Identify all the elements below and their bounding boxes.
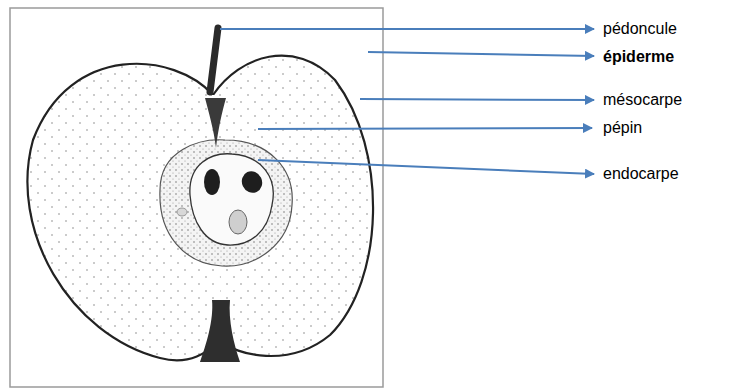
leader-line	[360, 99, 594, 100]
seed-trace	[177, 208, 187, 216]
part-label: mésocarpe	[603, 90, 682, 110]
core-region	[160, 140, 292, 266]
image-frame	[10, 8, 383, 387]
leader-line	[368, 52, 594, 56]
leader-line	[220, 28, 594, 30]
endocarp-outline	[190, 154, 273, 245]
part-label: endocarpe	[603, 164, 679, 184]
seed	[229, 210, 247, 234]
part-label: épiderme	[603, 47, 674, 67]
apple-outline	[27, 56, 373, 361]
part-label: pépin	[603, 118, 642, 138]
stalk-base	[205, 98, 226, 148]
seed	[238, 168, 265, 196]
leader-line	[258, 160, 594, 174]
seed	[204, 169, 220, 195]
stalk	[210, 28, 218, 92]
leader-line	[258, 128, 592, 129]
calyx	[200, 300, 240, 362]
part-label: pédoncule	[603, 19, 677, 39]
